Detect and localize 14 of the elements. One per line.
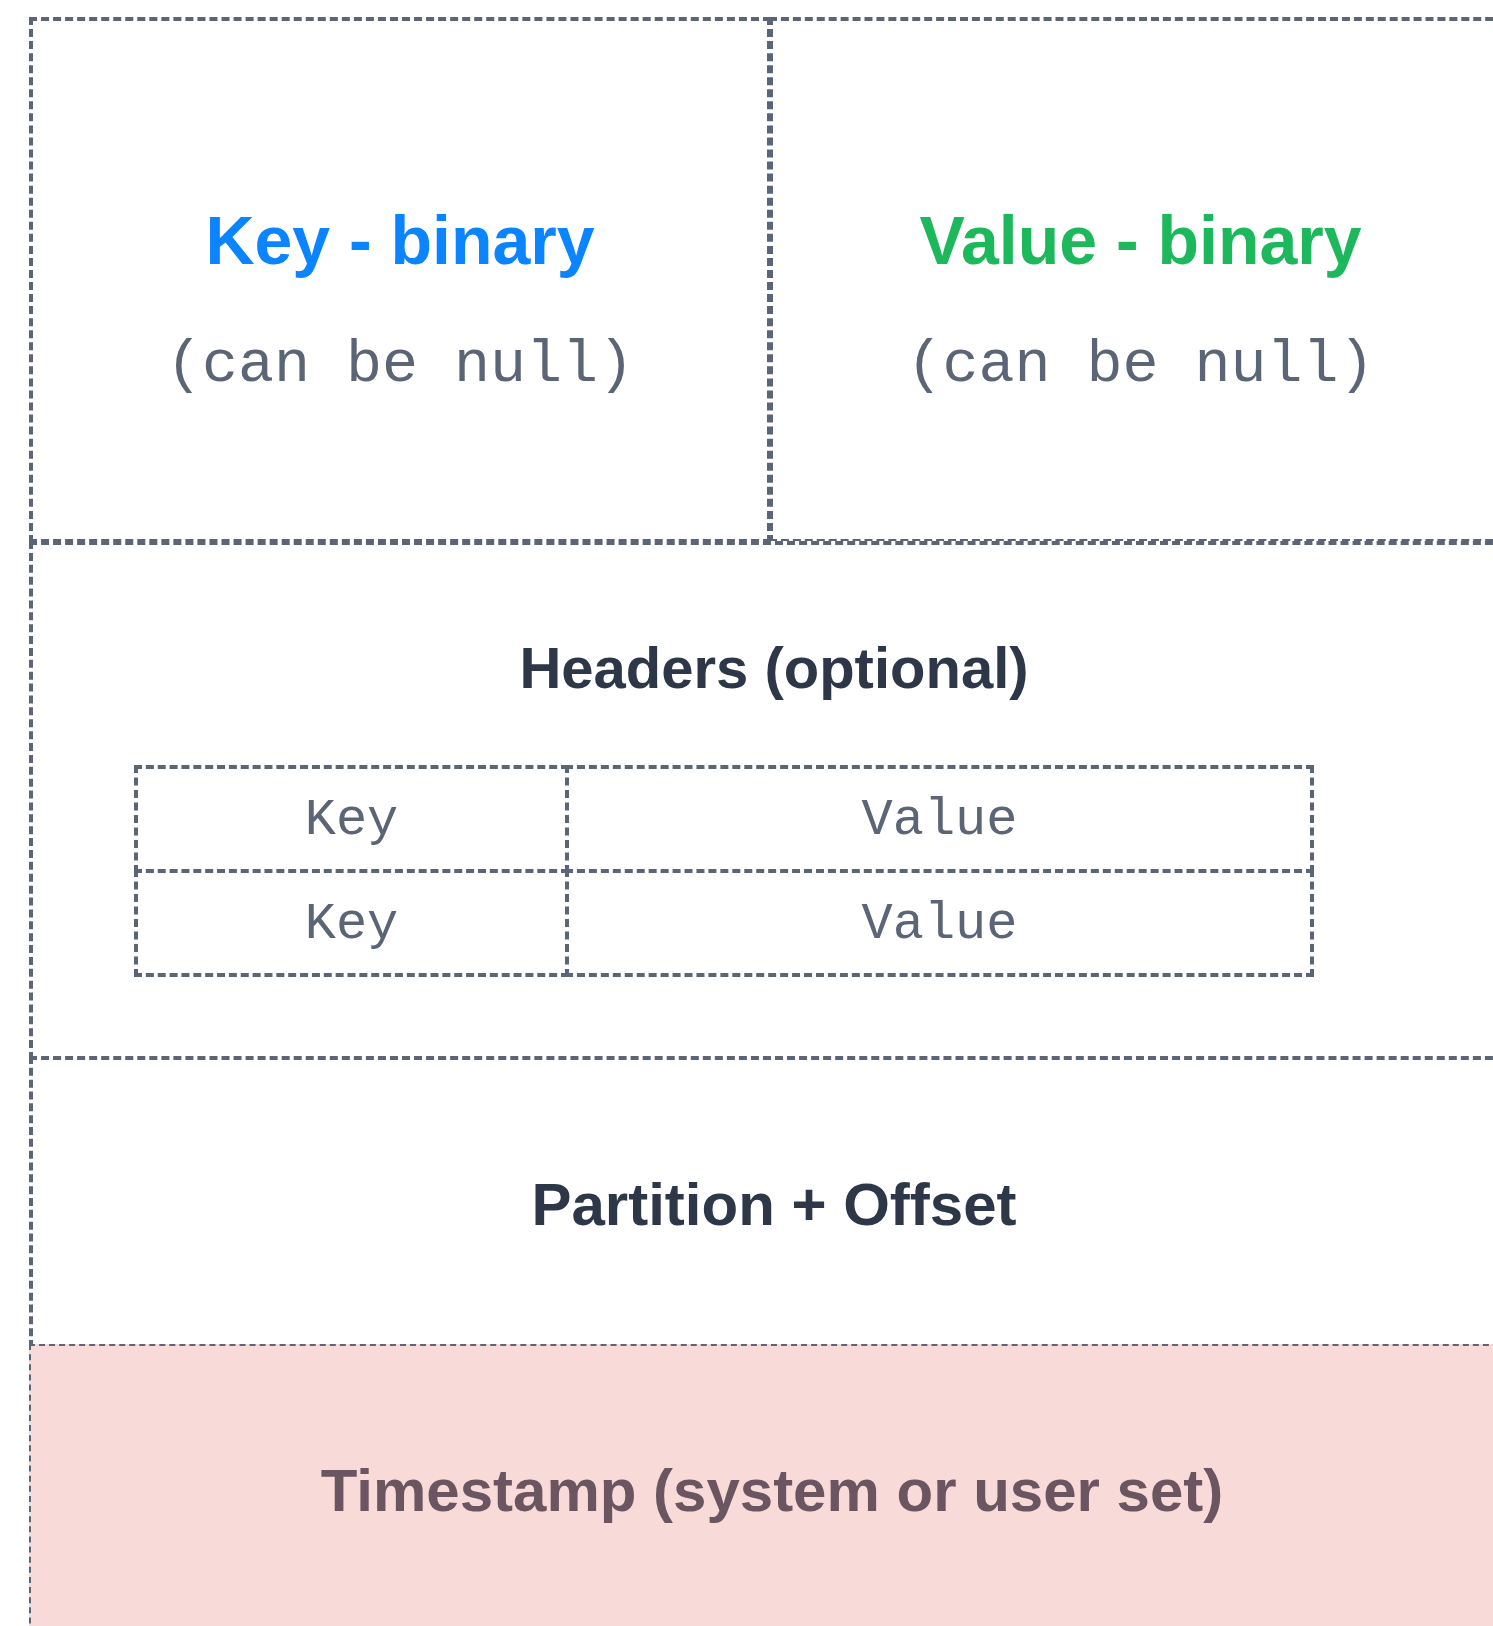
field-note: (can be null) [165, 331, 635, 400]
field-title: Key - binary [205, 201, 595, 280]
field-note: (can be null) [906, 331, 1375, 400]
key-field-box [29, 17, 771, 543]
value-field-box [769, 17, 1493, 543]
section-title: Timestamp (system or user set) [320, 1456, 1224, 1525]
timestamp-box [29, 1344, 1493, 1626]
cell-text: Value [861, 895, 1018, 955]
section-title: Partition + Offset [531, 1170, 1017, 1239]
cell-text: Key [304, 895, 399, 955]
field-title: Value - binary [919, 201, 1362, 280]
cell-text: Key [304, 791, 399, 851]
cell-text: Value [861, 791, 1018, 851]
section-title: Headers (optional) [519, 635, 1029, 702]
